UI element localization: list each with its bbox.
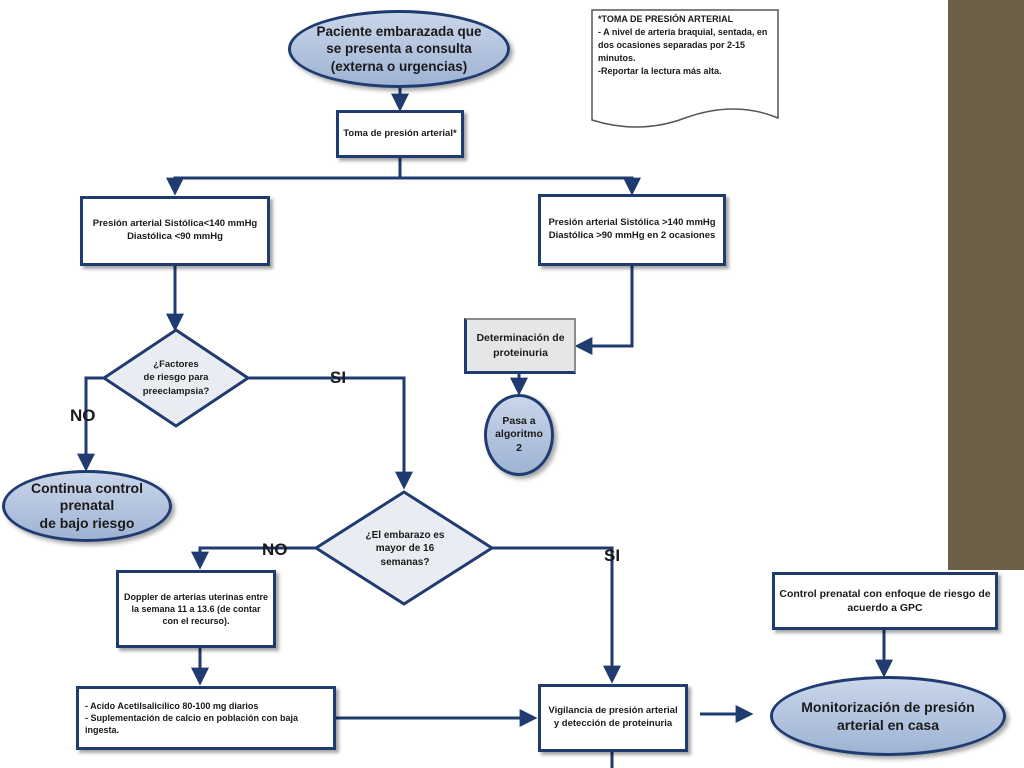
label-no-weeks: NO — [262, 540, 288, 559]
decision-risk-shape — [101, 328, 251, 428]
label-no-risk: NO — [70, 406, 96, 425]
algorithm2-node: Pasa a algoritmo 2 — [484, 394, 554, 476]
proteinuria-box: Determinación de proteinuria — [464, 318, 576, 374]
bp-normal-box: Presión arterial Sistólica<140 mmHg Dias… — [80, 196, 270, 266]
bp-measure-box: Toma de presión arterial* — [336, 110, 464, 158]
label-si-risk: SI — [330, 368, 347, 387]
surveillance-box: Vigilancia de presión arterial y detecci… — [538, 684, 688, 752]
decision-weeks-shape — [313, 490, 495, 606]
edge-risk-si — [248, 376, 413, 490]
label-si-weeks: SI — [604, 546, 621, 565]
edge-risk-no — [77, 376, 104, 472]
home-monitoring-node: Monitorización de presión arterial en ca… — [770, 676, 1006, 756]
bp-high-box: Presión arterial Sistólica >140 mmHg Dia… — [538, 194, 726, 266]
risk-factors-decision: ¿Factores de riesgo para preeclampsia? — [142, 359, 210, 397]
edge-bp-split — [166, 158, 402, 196]
side-panel — [948, 0, 1024, 570]
edge-high-to-proteinuria — [574, 266, 634, 355]
treatment-box: - Acido Acetilsalicílico 80-100 mg diari… — [76, 686, 336, 750]
prenatal-gpc-box: Control prenatal con enfoque de riesgo d… — [772, 572, 998, 630]
note-shape — [591, 9, 779, 128]
pregnancy-weeks-decision: ¿El embarazo es mayor de 16 semanas? — [365, 529, 445, 568]
low-risk-node: Continua control prenatal de bajo riesgo — [2, 470, 172, 542]
edge-bp-to-high — [400, 176, 641, 196]
edge-weeks-si — [490, 546, 621, 684]
doppler-box: Doppler de arterias uterinas entre la se… — [116, 570, 276, 648]
start-node: Paciente embarazada que se presenta a co… — [288, 10, 510, 88]
edge-weeks-no — [191, 546, 316, 570]
bp-note: *TOMA DE PRESIÓN ARTERIAL - A nivel de a… — [598, 14, 768, 77]
